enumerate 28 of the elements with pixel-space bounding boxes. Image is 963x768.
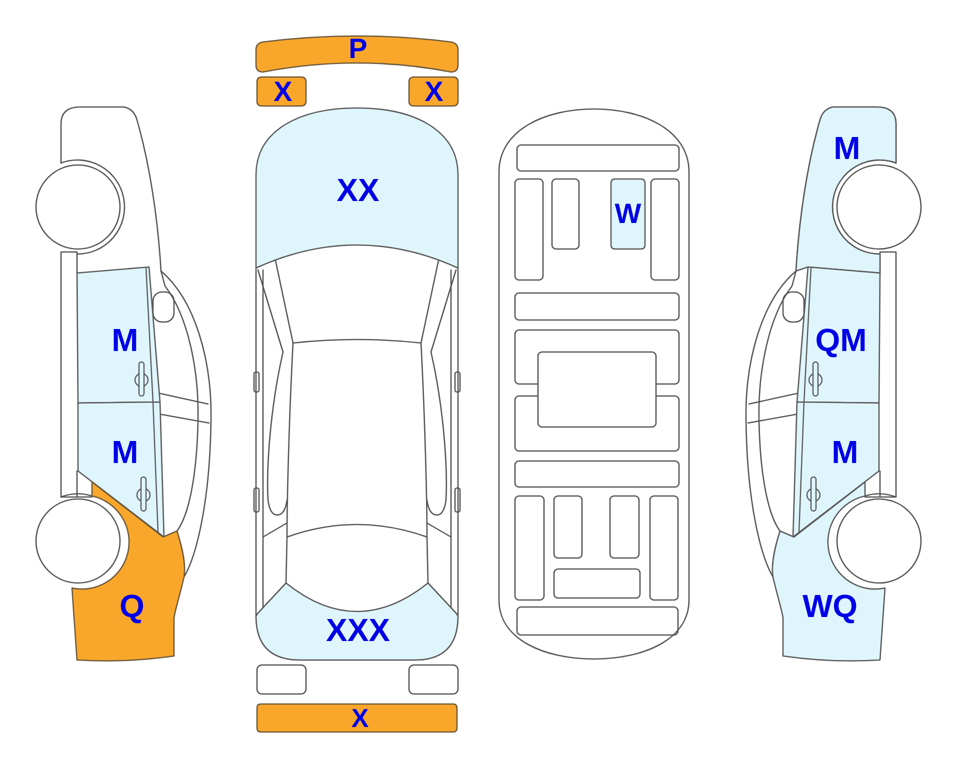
damage-code: Q — [120, 590, 144, 622]
rear-door-panel — [76, 400, 166, 539]
rear-quarter-panel — [70, 480, 188, 663]
damage-code: M — [112, 436, 138, 468]
rear-door-panel — [790, 400, 880, 539]
rear-bumper-panel — [256, 703, 458, 733]
damage-code: M — [112, 324, 138, 356]
damage-code: X — [424, 78, 444, 106]
damage-code: XXX — [326, 614, 390, 646]
damage-code: X — [351, 705, 369, 731]
headlight-panel — [408, 76, 459, 107]
damage-code: M — [832, 436, 858, 468]
front-fender-panel — [794, 105, 898, 275]
underbody-panel — [610, 178, 646, 250]
damage-code: WQ — [802, 590, 858, 622]
damage-code: XX — [336, 174, 380, 206]
damage-code: QM — [815, 324, 867, 356]
damage-code: P — [348, 35, 368, 63]
damage-code: W — [614, 200, 642, 228]
hood-panel — [254, 106, 460, 270]
damage-code: X — [274, 78, 292, 106]
front-door-panel — [75, 265, 162, 405]
front-door-panel — [794, 265, 882, 405]
rear-quarter-panel — [768, 480, 886, 663]
headlight-panel — [256, 76, 307, 107]
damage-code: M — [834, 132, 860, 164]
trunk-panel — [254, 581, 460, 662]
front-bumper-panel — [254, 35, 460, 74]
